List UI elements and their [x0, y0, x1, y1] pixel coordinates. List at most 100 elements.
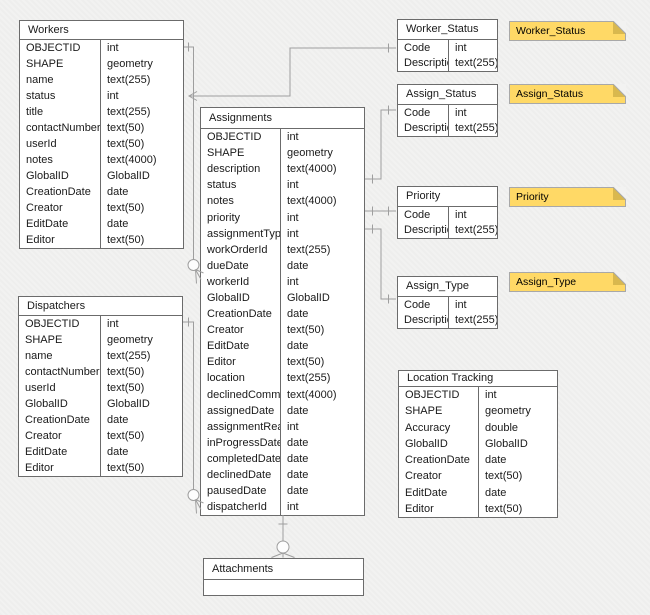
table-row: location text(255): [201, 370, 364, 387]
field-type: int: [287, 211, 299, 224]
crows-foot: [271, 552, 295, 558]
table-row: CreationDate date: [201, 306, 364, 323]
connector-assignments-priority[interactable]: [365, 206, 396, 216]
table-row: pausedDate date: [201, 483, 364, 500]
table-row: Editor text(50): [20, 232, 183, 248]
entity-attachments[interactable]: Attachments: [203, 558, 364, 596]
table-row: assignmentType int: [201, 225, 364, 242]
zero-circle: [187, 489, 200, 501]
field-type: int: [485, 389, 497, 402]
note-worker-status[interactable]: Worker_Status: [509, 21, 626, 41]
field-type: text(255): [455, 57, 497, 70]
field-name: OBJECTID: [20, 40, 101, 56]
field-type: int: [287, 227, 299, 240]
table-row: notes text(4000): [20, 152, 183, 168]
field-type: text(4000): [107, 154, 157, 166]
field-name: CreationDate: [19, 412, 101, 428]
entity-title: Assign_Status: [398, 85, 497, 105]
field-name: GlobalID: [19, 396, 101, 412]
note-title: Assign_Type: [516, 276, 577, 288]
note-assign-status[interactable]: Assign_Status: [509, 84, 626, 104]
entity-assign-type[interactable]: Assign_Type Code int Description text(25…: [397, 276, 498, 329]
field-type: int: [287, 501, 299, 514]
field-name: Code: [398, 105, 449, 121]
entity-dispatchers[interactable]: Dispatchers OBJECTID int SHAPE geometry …: [18, 296, 183, 477]
field-name: EditDate: [399, 484, 479, 501]
entity-priority[interactable]: Priority Code int Description text(255): [397, 186, 498, 239]
field-type: geometry: [107, 58, 153, 70]
field-type: geometry: [485, 405, 531, 418]
field-type: int: [107, 318, 119, 330]
entity-workers[interactable]: Workers OBJECTID int SHAPE geometry name…: [19, 20, 184, 249]
field-name: userId: [20, 136, 101, 152]
entity-title: Location Tracking: [399, 371, 557, 387]
table-row: OBJECTID int: [399, 387, 557, 404]
table-row: name text(255): [20, 72, 183, 88]
field-name: dueDate: [201, 257, 281, 274]
connector-assignments-assign-type[interactable]: [365, 224, 396, 304]
table-row: Creator text(50): [19, 428, 182, 444]
table-row: GlobalID GlobalID: [20, 168, 183, 184]
field-type: text(255): [107, 350, 151, 362]
field-name: SHAPE: [201, 145, 281, 162]
field-name: assignmentRead: [201, 418, 281, 435]
field-name: userId: [19, 380, 101, 396]
field-type: int: [287, 420, 299, 433]
field-name: contactNumber: [19, 364, 101, 380]
connector-assignments-assign-status[interactable]: [365, 105, 396, 184]
field-name: SHAPE: [20, 56, 101, 72]
field-type: text(4000): [287, 195, 337, 208]
field-type: int: [455, 41, 467, 54]
field-name: Creator: [399, 468, 479, 485]
entity-worker-status[interactable]: Worker_Status Code int Description text(…: [397, 19, 498, 72]
field-type: int: [287, 179, 299, 192]
table-row: Description text(255): [398, 312, 497, 328]
entity-location-tracking[interactable]: Location Tracking OBJECTID int SHAPE geo…: [398, 370, 558, 518]
field-type: date: [287, 452, 309, 465]
field-type: int: [107, 90, 119, 102]
connector-assignments-attachments[interactable]: [271, 515, 295, 558]
table-row: title text(255): [20, 104, 183, 120]
field-type: date: [107, 446, 129, 458]
connector-worker-status-workers[interactable]: [187, 43, 396, 101]
table-row: assignmentRead int: [201, 418, 364, 435]
field-name: Creator: [201, 322, 281, 339]
entity-assignments[interactable]: Assignments OBJECTID int SHAPE geometry …: [200, 107, 365, 517]
field-type: GlobalID: [287, 291, 330, 304]
field-type: text(50): [107, 202, 145, 214]
field-type: int: [455, 208, 467, 221]
table-row: Code int: [398, 207, 497, 223]
field-name: workOrderId: [201, 241, 281, 258]
field-name: OBJECTID: [399, 387, 479, 404]
field-name: notes: [20, 152, 101, 168]
field-type: int: [107, 42, 119, 54]
field-name: declinedDate: [201, 466, 281, 484]
table-row: Description text(255): [398, 55, 497, 71]
field-type: text(255): [287, 243, 331, 256]
table-row: notes text(4000): [201, 193, 364, 210]
field-name: Code: [398, 297, 449, 313]
field-name: completedDate: [201, 450, 281, 467]
field-name: status: [201, 177, 281, 194]
entity-assign-status[interactable]: Assign_Status Code int Description text(…: [397, 84, 498, 137]
field-type: date: [107, 414, 129, 426]
field-type: text(255): [455, 314, 497, 327]
table-row: SHAPE geometry: [19, 332, 182, 348]
field-type: date: [485, 486, 507, 499]
field-name: declinedComment: [201, 386, 281, 403]
field-type: GlobalID: [485, 437, 528, 450]
note-priority[interactable]: Priority: [509, 187, 626, 207]
field-name: Editor: [20, 232, 101, 248]
field-name: SHAPE: [399, 403, 479, 420]
note-assign-type[interactable]: Assign_Type: [509, 272, 626, 292]
field-type: text(50): [485, 502, 523, 515]
field-name: location: [201, 370, 281, 387]
table-row: name text(255): [19, 348, 182, 364]
field-type: int: [287, 131, 299, 144]
field-name: name: [20, 72, 101, 88]
field-name: EditDate: [19, 444, 101, 460]
table-row: GlobalID GlobalID: [201, 289, 364, 307]
table-row: Editor text(50): [399, 500, 557, 517]
table-row: OBJECTID int: [19, 316, 182, 332]
field-name: OBJECTID: [201, 129, 281, 146]
